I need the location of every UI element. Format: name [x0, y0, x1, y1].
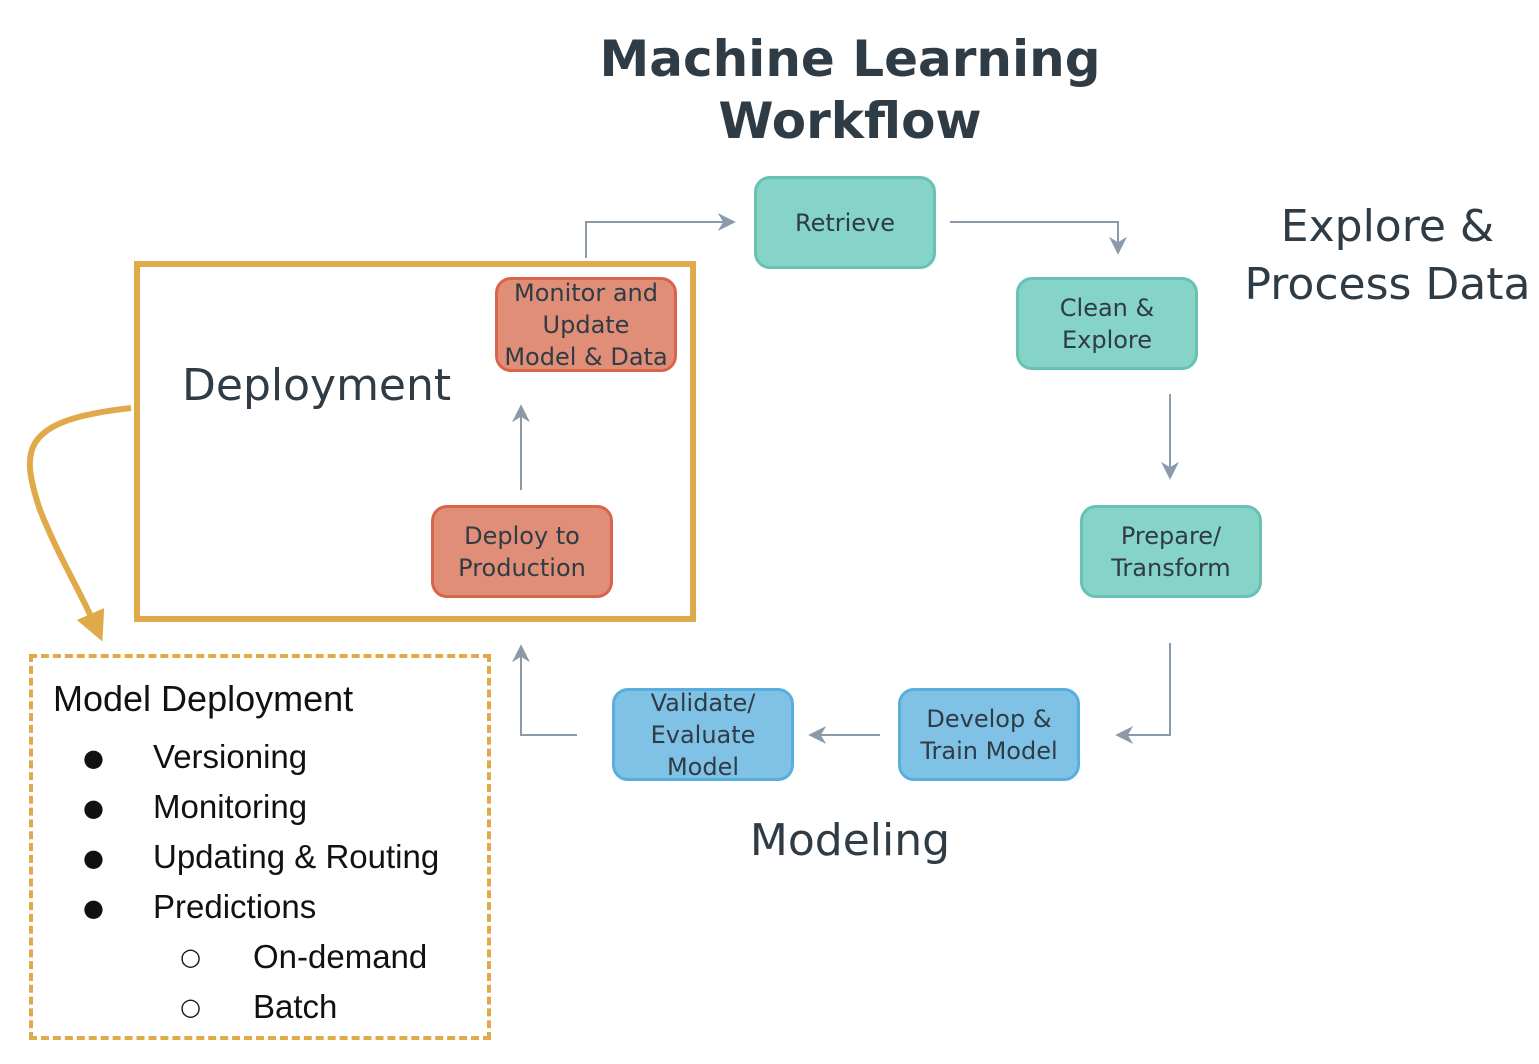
node-prepare-transform: Prepare/ Transform	[1080, 505, 1262, 598]
modeling-stage-label: Modeling	[749, 815, 951, 866]
bullet-item-versioning: Versioning	[153, 738, 308, 775]
node-text: Monitor and	[513, 278, 658, 307]
node-text: Update	[542, 310, 630, 339]
node-text: Evaluate	[650, 720, 756, 749]
explore-label-line-1: Explore &	[1280, 201, 1495, 252]
node-text: Model & Data	[504, 342, 668, 371]
node-text: Model	[666, 752, 740, 781]
node-text: Deploy to	[464, 521, 580, 550]
explore-label-line-2: Process Data	[1244, 259, 1531, 310]
bullet-icon: ●	[83, 844, 104, 872]
bullet-icon: ●	[83, 744, 104, 772]
node-text: Production	[458, 553, 586, 582]
sub-bullet-on-demand: On-demand	[253, 938, 428, 975]
explore-stage-label: Explore & Process Data	[1240, 198, 1535, 314]
model-deployment-detail-box: Model Deployment ● Versioning ● Monitori…	[29, 654, 491, 1040]
arrow-prepare-to-develop	[1115, 643, 1171, 744]
deployment-stage-label: Deployment	[182, 360, 452, 411]
callout-arrow	[26, 405, 132, 642]
node-text: Develop &	[926, 704, 1052, 733]
node-validate-evaluate: Validate/ Evaluate Model	[612, 688, 794, 781]
node-deploy-production: Deploy to Production	[431, 505, 613, 598]
sub-bullet-icon: ○	[180, 943, 201, 971]
sub-bullet-batch: Batch	[253, 988, 338, 1025]
node-clean-explore: Clean & Explore	[1016, 277, 1198, 370]
node-monitor-update: Monitor and Update Model & Data	[495, 277, 677, 372]
title-line-1: Machine Learning	[599, 30, 1101, 88]
detail-title: Model Deployment	[53, 678, 354, 719]
bullet-item-updating-routing: Updating & Routing	[153, 838, 440, 875]
sub-bullet-icon: ○	[180, 993, 201, 1021]
node-text: Retrieve	[794, 208, 896, 237]
title-line-2: Workflow	[718, 92, 982, 150]
arrow-validate-to-deployment	[512, 644, 577, 736]
node-retrieve: Retrieve	[754, 176, 936, 269]
node-text: Prepare/	[1120, 521, 1222, 550]
node-text: Clean &	[1059, 293, 1155, 322]
bullet-icon: ●	[83, 794, 104, 822]
bullet-item-predictions: Predictions	[153, 888, 317, 925]
node-develop-train: Develop & Train Model	[898, 688, 1080, 781]
arrow-monitor-to-retrieve	[585, 213, 736, 258]
node-text: Train Model	[920, 736, 1058, 765]
deployment-highlight-box	[134, 261, 696, 622]
bullet-item-monitoring: Monitoring	[153, 788, 308, 825]
diagram-title: Machine Learning Workflow	[560, 28, 1140, 152]
arrow-retrieve-to-clean	[950, 221, 1127, 255]
bullet-icon: ●	[83, 894, 104, 922]
node-text: Transform	[1111, 553, 1231, 582]
node-text: Validate/	[650, 688, 756, 717]
node-text: Explore	[1061, 325, 1153, 354]
